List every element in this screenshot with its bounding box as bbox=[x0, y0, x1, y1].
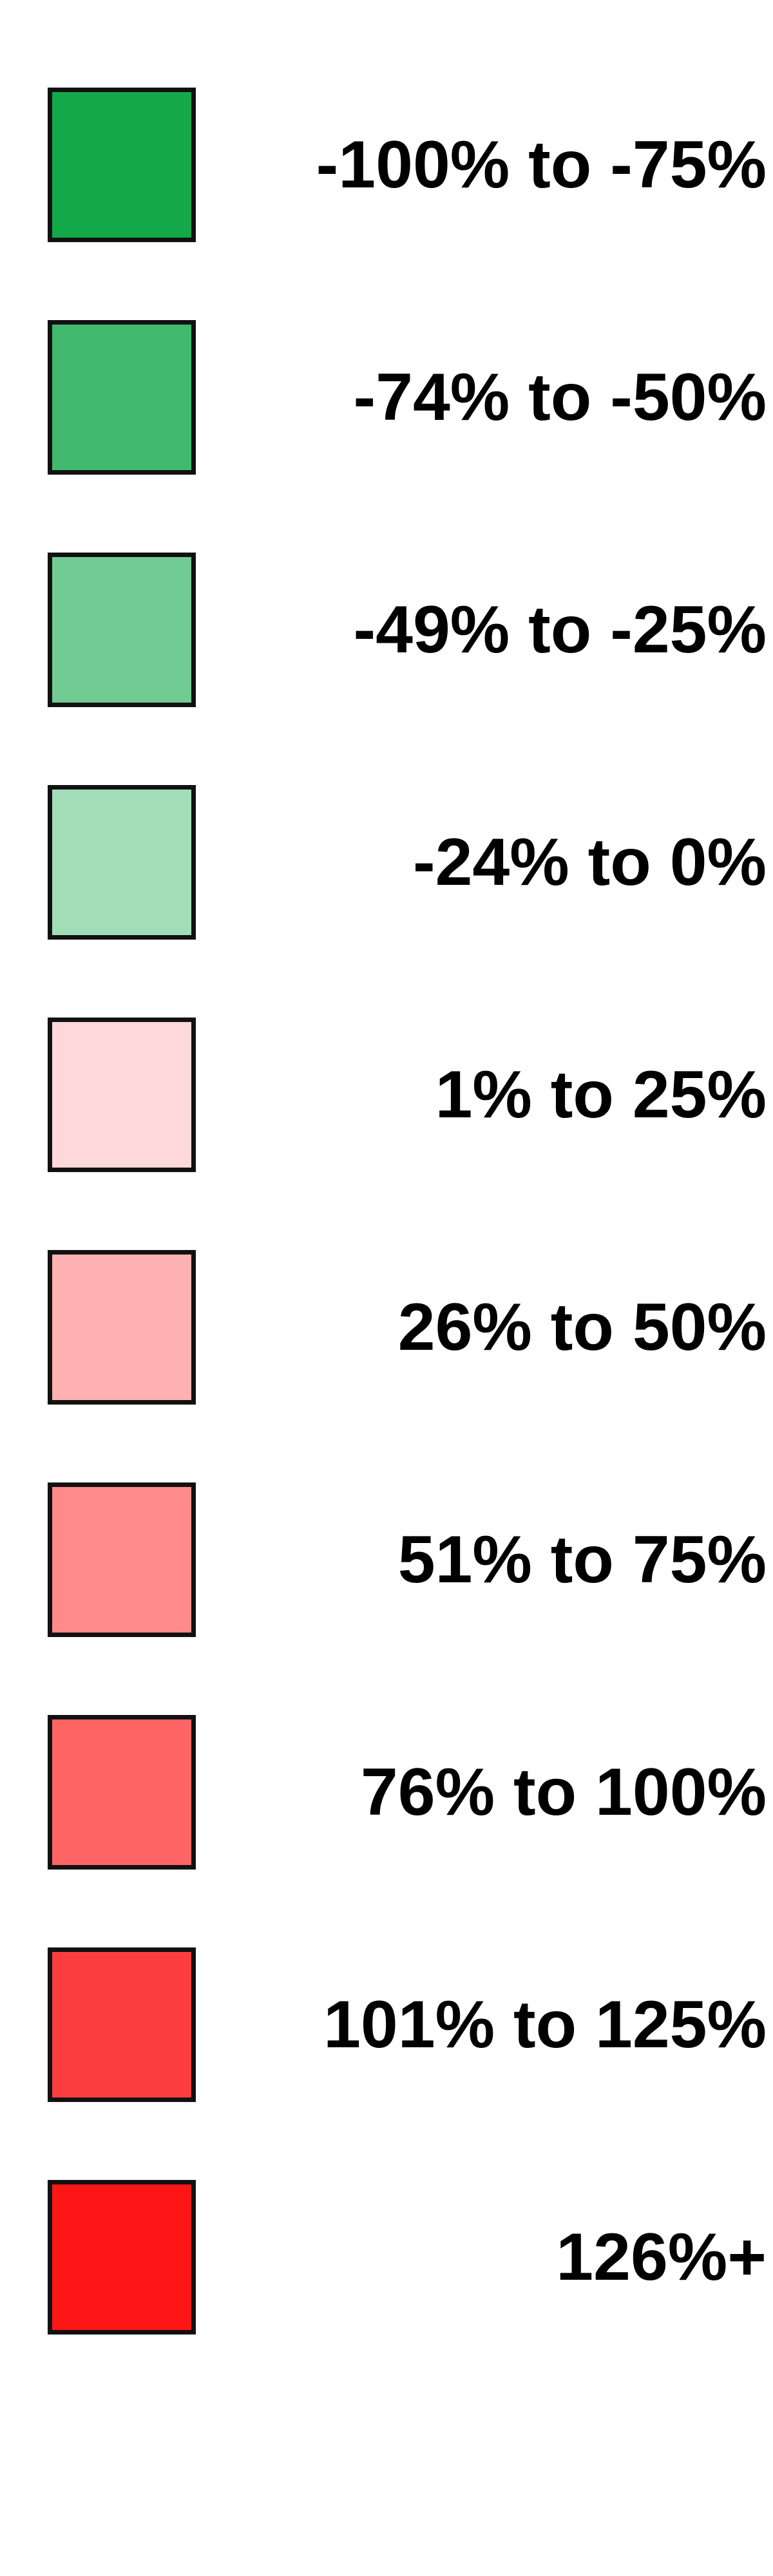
legend-label: 126%+ bbox=[556, 2220, 767, 2295]
legend-swatch bbox=[48, 1018, 196, 1172]
legend-label: 101% to 125% bbox=[323, 1987, 767, 2062]
legend-item: -100% to -75% bbox=[0, 88, 773, 249]
legend-swatch bbox=[48, 553, 196, 707]
legend-swatch bbox=[48, 2180, 196, 2334]
legend-item: 126%+ bbox=[0, 2180, 773, 2341]
legend-item: -24% to 0% bbox=[0, 785, 773, 946]
legend-swatch bbox=[48, 320, 196, 475]
legend-swatch bbox=[48, 1482, 196, 1637]
legend-swatch bbox=[48, 785, 196, 940]
legend-swatch bbox=[48, 88, 196, 242]
legend-item: 26% to 50% bbox=[0, 1250, 773, 1411]
legend-label: -100% to -75% bbox=[316, 128, 767, 202]
legend-label: 51% to 75% bbox=[397, 1522, 767, 1597]
legend-item: 101% to 125% bbox=[0, 1947, 773, 2108]
legend-label: -49% to -25% bbox=[353, 592, 767, 667]
legend-label: -74% to -50% bbox=[353, 360, 767, 435]
legend-item: 76% to 100% bbox=[0, 1715, 773, 1876]
legend-swatch bbox=[48, 1715, 196, 1870]
legend-label: -24% to 0% bbox=[412, 825, 767, 900]
legend-label: 76% to 100% bbox=[360, 1755, 767, 1830]
legend-swatch bbox=[48, 1250, 196, 1405]
legend-item: 51% to 75% bbox=[0, 1482, 773, 1643]
legend-label: 1% to 25% bbox=[435, 1057, 767, 1132]
legend-item: -49% to -25% bbox=[0, 553, 773, 714]
legend-swatch bbox=[48, 1947, 196, 2102]
legend-item: -74% to -50% bbox=[0, 320, 773, 481]
legend-item: 1% to 25% bbox=[0, 1018, 773, 1179]
legend-label: 26% to 50% bbox=[397, 1290, 767, 1365]
